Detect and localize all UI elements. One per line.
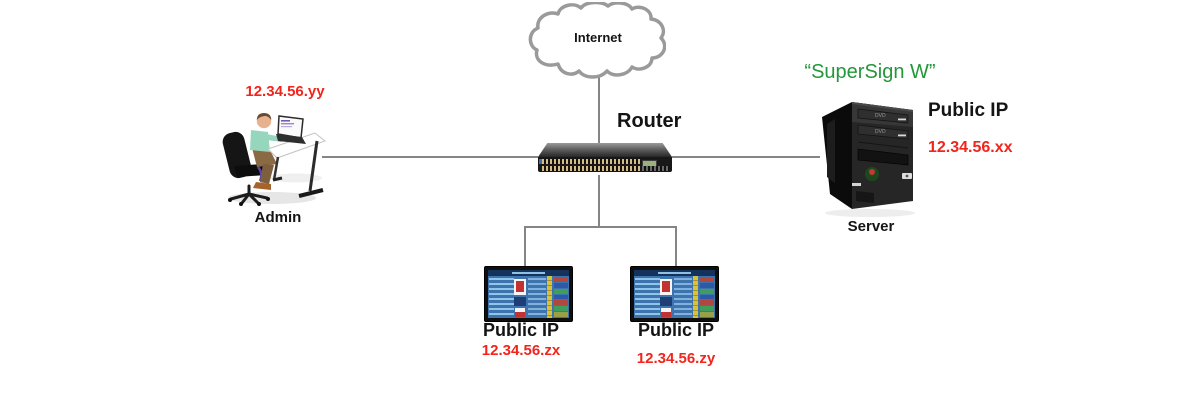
display-1 — [484, 266, 573, 322]
screen-poster — [514, 279, 526, 295]
connector-branch-horizontal — [524, 226, 677, 228]
screen-status-blocks — [554, 277, 568, 318]
screen-poster — [660, 297, 672, 306]
screen-header-bar — [488, 270, 569, 276]
screen-yellow-column — [547, 276, 552, 318]
server-tower-icon: DVD DVD — [822, 102, 915, 217]
admin-label: Admin — [254, 209, 302, 226]
screen-text-rows — [635, 278, 660, 316]
supersign-product-label: “SuperSign W” — [804, 61, 936, 83]
signage-screen-art — [634, 270, 715, 318]
connector-branch-display-1 — [524, 226, 526, 268]
screen-poster — [661, 308, 671, 317]
server-label: Server — [847, 218, 895, 235]
router-brand-mark — [539, 159, 542, 164]
display-2-public-ip-label: Public IP — [637, 320, 715, 340]
internet-cloud-icon — [528, 2, 666, 79]
connector-admin-router — [322, 156, 538, 158]
signage-screen-art — [488, 270, 569, 318]
router-label: Router — [617, 110, 682, 132]
router-top-face — [538, 143, 672, 157]
router-port-row — [542, 159, 640, 164]
display-1-ip: 12.34.56.zx — [481, 342, 561, 359]
router-uplink-ports — [642, 166, 669, 171]
display-2-ip: 12.34.56.zy — [636, 350, 716, 367]
display-1-public-ip-label: Public IP — [482, 320, 560, 340]
server-public-ip-label: Public IP — [928, 100, 1009, 121]
admin-at-desk-illustration — [222, 113, 326, 206]
connector-branch-display-2 — [675, 226, 677, 268]
screen-text-rows — [489, 278, 514, 316]
screen-text-rows — [674, 278, 692, 316]
connector-internet-router — [598, 76, 600, 144]
screen-status-blocks — [700, 277, 714, 318]
router-port-row — [542, 166, 640, 171]
admin-ip: 12.34.56.yy — [245, 83, 325, 100]
internet-label: Internet — [574, 30, 622, 45]
screen-poster — [515, 308, 525, 317]
screen-poster — [660, 279, 672, 295]
svg-text:DVD: DVD — [875, 113, 886, 119]
router-switch-icon — [538, 143, 672, 175]
svg-text:DVD: DVD — [875, 129, 886, 135]
screen-poster — [514, 297, 526, 306]
screen-text-rows — [528, 278, 546, 316]
router-front-face — [538, 157, 672, 172]
display-2 — [630, 266, 719, 322]
connector-router-branch — [598, 175, 600, 227]
screen-yellow-column — [693, 276, 698, 318]
server-ip: 12.34.56.xx — [928, 139, 1013, 156]
screen-header-bar — [634, 270, 715, 276]
connector-router-server — [672, 156, 820, 158]
